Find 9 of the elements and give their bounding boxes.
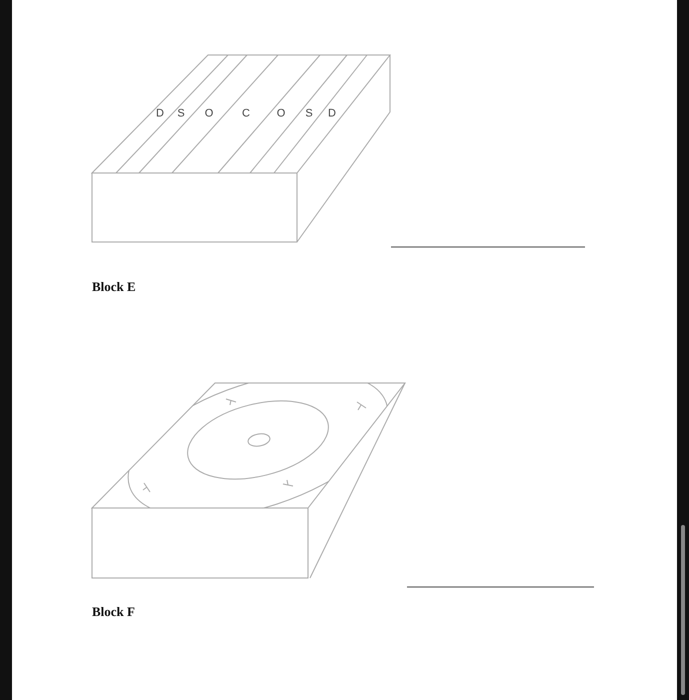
formation-label: D [156, 108, 164, 120]
formation-label: O [204, 108, 214, 120]
formation-label: O [276, 108, 286, 120]
formation-label: S [305, 108, 313, 120]
formation-label: D [328, 108, 336, 120]
block-title: Block F [92, 605, 135, 618]
block-title: Block E [92, 280, 136, 293]
formation-label: S [177, 108, 185, 120]
formation-label: C [242, 108, 250, 120]
